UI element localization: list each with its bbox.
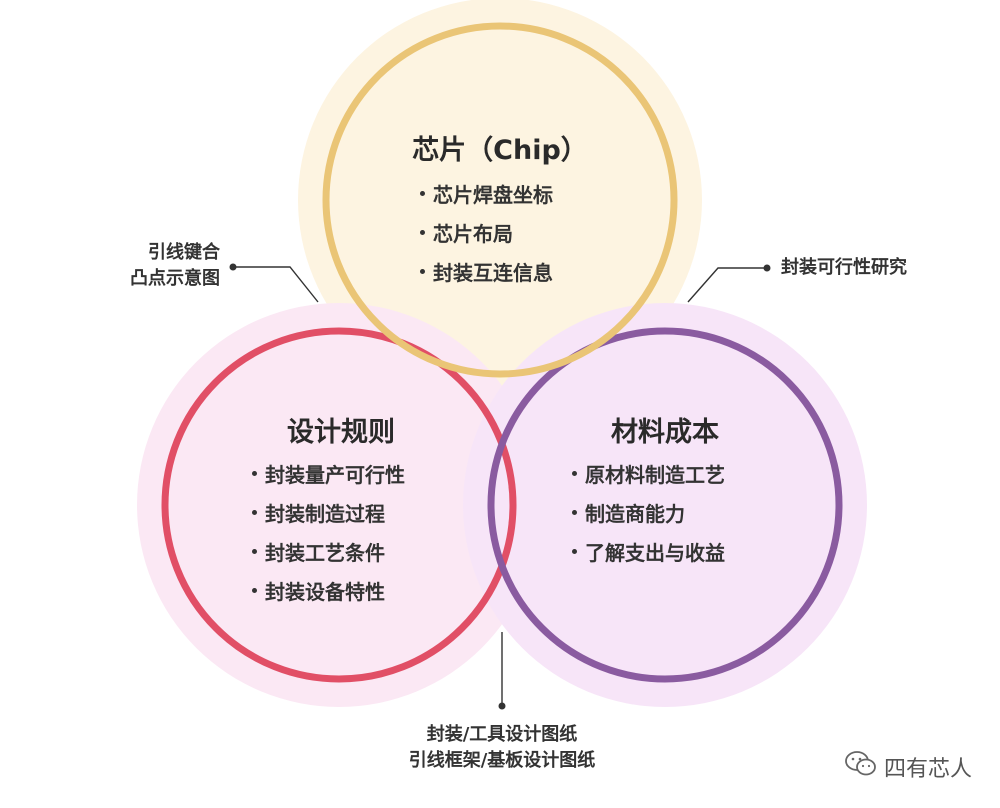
callout-right: 封装可行性研究 — [781, 255, 907, 281]
watermark-text: 四有芯人 — [883, 757, 972, 782]
material-halo — [463, 303, 867, 707]
list-item: 封装工艺条件 — [252, 534, 405, 573]
callout-left-line-2: 凸点示意图 — [130, 268, 220, 289]
design-halo — [137, 303, 541, 707]
leader-bottom — [498, 632, 506, 710]
watermark: 四有芯人 — [844, 750, 972, 784]
callout-left-line-1: 引线键合 — [148, 242, 220, 263]
chip-title: 芯片（Chip） — [412, 135, 588, 166]
leader-right — [687, 264, 771, 303]
list-item: 封装量产可行性 — [252, 456, 405, 495]
wechat-icon — [844, 750, 878, 784]
material-title: 材料成本 — [611, 417, 719, 448]
callout-right-line-1: 封装可行性研究 — [781, 257, 907, 278]
design-title: 设计规则 — [287, 417, 395, 448]
callout-bottom: 封装/工具设计图纸 引线框架/基板设计图纸 — [362, 722, 642, 774]
chip-halo — [298, 0, 702, 402]
list-item: 封装设备特性 — [252, 573, 405, 612]
callout-bottom-line-2: 引线框架/基板设计图纸 — [408, 750, 596, 771]
list-item: 封装制造过程 — [252, 495, 405, 534]
callout-bottom-line-1: 封装/工具设计图纸 — [426, 724, 578, 745]
design-items: 封装量产可行性 封装制造过程 封装工艺条件 封装设备特性 — [252, 456, 405, 612]
list-item: 制造商能力 — [572, 495, 725, 534]
material-items: 原材料制造工艺 制造商能力 了解支出与收益 — [572, 456, 725, 573]
chip-ring — [322, 22, 678, 378]
list-item: 芯片焊盘坐标 — [420, 176, 553, 215]
list-item: 了解支出与收益 — [572, 534, 725, 573]
list-item: 原材料制造工艺 — [572, 456, 725, 495]
material-ring — [487, 327, 843, 683]
design-ring — [161, 327, 517, 683]
list-item: 封装互连信息 — [420, 254, 553, 293]
callout-left: 引线键合 凸点示意图 — [96, 240, 220, 292]
chip-items: 芯片焊盘坐标 芯片布局 封装互连信息 — [420, 176, 553, 293]
list-item: 芯片布局 — [420, 215, 553, 254]
leader-left — [229, 263, 319, 303]
